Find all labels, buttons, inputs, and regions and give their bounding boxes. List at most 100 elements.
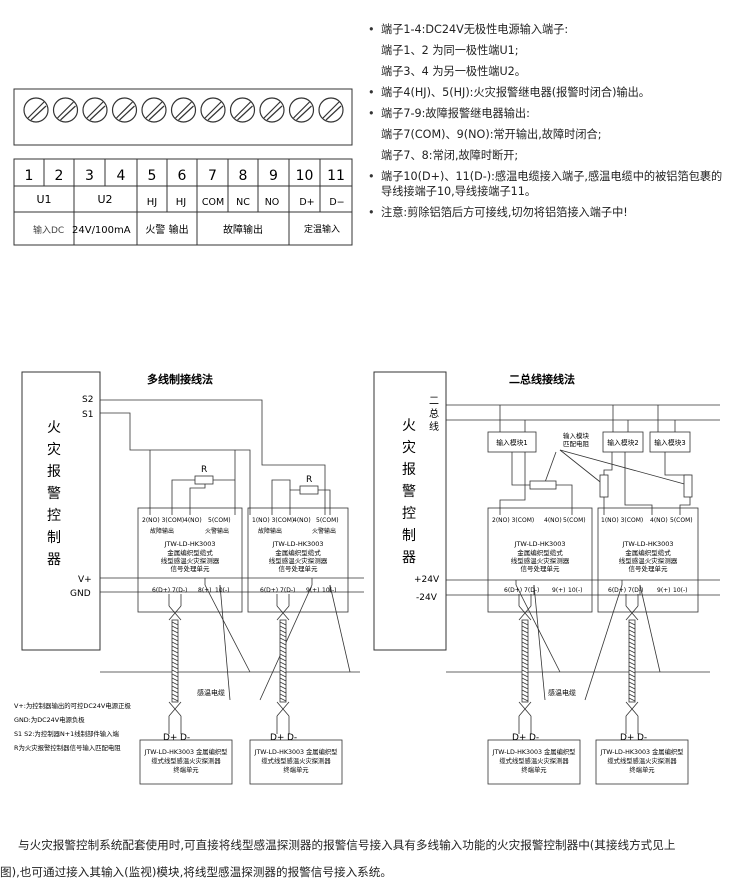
label-nc: NC [236, 197, 250, 208]
heat-cable-icon [518, 594, 532, 734]
screw-icon [318, 97, 344, 123]
bus-label: 二总线 [429, 396, 439, 433]
screw-icon [288, 97, 315, 123]
left-notes: V+:为控制器输出的可控DC24V电源正极 GND:为DC24V电源负极 S1 … [14, 701, 131, 752]
left-unit-b-bottom2: 9(+) [306, 587, 320, 594]
left-term-b-l1: JTW-LD-HK3003 金属编织型 [254, 747, 338, 756]
left-diagram: 多线制接线法 火灾报警控制器 S2 S1 V+ GND [14, 371, 364, 785]
screw-icon [259, 97, 285, 123]
left-controller-label: 火灾报警控制器 [47, 420, 61, 568]
screw-icon [52, 97, 79, 123]
left-heat-cables [168, 594, 290, 734]
module-2 [602, 431, 644, 453]
screw-icon [82, 97, 108, 123]
right-unit-a-bottom3: 10(-) [568, 587, 582, 594]
left-unit-b-top: 1(NO) 3(COM) [252, 517, 294, 524]
right-unit-b-top: 1(NO) 3(COM) [601, 517, 643, 524]
terminal-number: 4 [117, 168, 126, 184]
controller-char: 火 [47, 420, 61, 436]
left-term-b-dminus: D- [287, 733, 297, 743]
right-term-b-l3: 终端单元 [629, 765, 655, 774]
left-vplus-label: V+ [78, 575, 92, 585]
left-unit-a-bottom: 6(D+) 7(D-) [152, 587, 187, 594]
left-note-4: R为火灾报警控制器信号输入匹配电阻 [14, 743, 121, 752]
controller-char: 控 [47, 508, 61, 524]
resistor-label-1: 输入模块 [563, 431, 590, 440]
controller-char: 灾 [402, 439, 416, 456]
caption-line-2: 图),也可通过接入其输入(监视)模块,将线型感温探测器的报警信号接入系统。 [0, 865, 392, 879]
controller-char: 报 [402, 462, 416, 478]
label-hj1: HJ [147, 197, 157, 208]
terminal-number: 6 [178, 168, 187, 184]
right-unit-b-bottom3: 10(-) [673, 587, 687, 594]
right-term-b-l1: JTW-LD-HK3003 金属编织型 [600, 747, 684, 756]
bullet-subitem: 端子7(COM)、9(NO):常开输出,故障时闭合; [381, 128, 602, 141]
right-term-a-dminus: D- [529, 733, 539, 743]
terminal-number: 8 [239, 168, 248, 184]
right-resistor-1 [529, 480, 557, 490]
controller-char: 线 [429, 420, 439, 433]
right-term-a-l2: 缆式线型感温火灾探测器 [499, 756, 569, 765]
heat-cable-icon [276, 594, 290, 734]
left-unit-b-top2: 4(NO) [293, 517, 311, 524]
module-1 [487, 431, 537, 453]
right-unit-b-bottom2: 9(+) [657, 587, 671, 594]
left-term-b [249, 739, 343, 785]
left-controller [21, 371, 101, 651]
left-term-a-dminus: D- [180, 733, 190, 743]
screw-icon [23, 97, 49, 123]
left-r-label-2: R [306, 475, 312, 485]
label-dminus: D− [329, 197, 344, 208]
left-unit-a-top2: 4(NO) [184, 517, 202, 524]
controller-char: 二 [429, 396, 439, 407]
left-unit-b-bottom3: 10(-) [322, 587, 336, 594]
controller-char: 制 [402, 528, 416, 544]
module-1-label: 输入模块1 [496, 438, 528, 447]
heat-cable-icon [168, 594, 182, 734]
left-term-b-l3: 终端单元 [283, 765, 309, 774]
left-unit-b [247, 507, 349, 613]
screw-icon [200, 97, 226, 123]
left-term-b-l2: 缆式线型感温火灾探测器 [261, 756, 331, 765]
right-unit-b [597, 507, 699, 613]
controller-char: 总 [429, 407, 439, 420]
right-term-b [595, 739, 689, 785]
left-title: 多线制接线法 [147, 372, 213, 386]
left-unit-a [137, 507, 243, 613]
left-unit-b-fault: 故障输出 [258, 527, 282, 535]
left-s2-label: S2 [82, 395, 93, 405]
label-fire-out: 火警 输出 [145, 223, 188, 236]
right-unit-a-l4: 信号处理单元 [521, 564, 561, 573]
left-unit-b-top3: 5(COM) [316, 517, 339, 524]
label-power-in: 输入DC [33, 224, 64, 236]
label-hj2: HJ [176, 197, 186, 208]
caption: 与火灾报警控制系统配套使用时,可直接将线型感温探测器的报警信号接入具有多线输入功… [0, 832, 728, 886]
left-gnd-label: GND [70, 589, 91, 599]
left-term-a [139, 739, 233, 785]
terminal-number: 2 [55, 168, 64, 184]
controller-char: 报 [47, 464, 61, 480]
left-note-2: GND:为DC24V电源负极 [14, 715, 85, 724]
left-unit-b-bottom: 6(D+) 7(D-) [260, 587, 295, 594]
left-s1-label: S1 [82, 410, 93, 420]
right-term-a-l3: 终端单元 [521, 765, 547, 774]
left-note-1: V+:为控制器输出的可控DC24V电源正极 [14, 701, 131, 710]
screw-icon [111, 97, 138, 123]
left-unit-a-fire: 火警输出 [205, 527, 229, 535]
terminal-number: 3 [85, 168, 94, 184]
module-3 [649, 431, 691, 453]
label-com: COM [202, 197, 224, 208]
left-unit-a-bottom2: 8(+) [198, 587, 212, 594]
right-unit-a-top2: 4(NO) [544, 517, 562, 524]
right-unit-a-l2: 金属编织型缆式 [517, 548, 563, 557]
left-note-3: S1 S2:为控制器N+1线制部件输入端 [14, 729, 120, 738]
left-unit-a-model: JTW-LD-HK3003 [163, 540, 215, 548]
bullet-subitem: 端子3、4 为另一极性端U2。 [381, 65, 526, 78]
screw-icon [170, 97, 197, 123]
left-cable-label: 感温电缆 [197, 688, 225, 697]
right-unit-b-l4: 信号处理单元 [629, 564, 669, 573]
right-unit-a-top: 2(NO) 3(COM) [492, 517, 534, 524]
